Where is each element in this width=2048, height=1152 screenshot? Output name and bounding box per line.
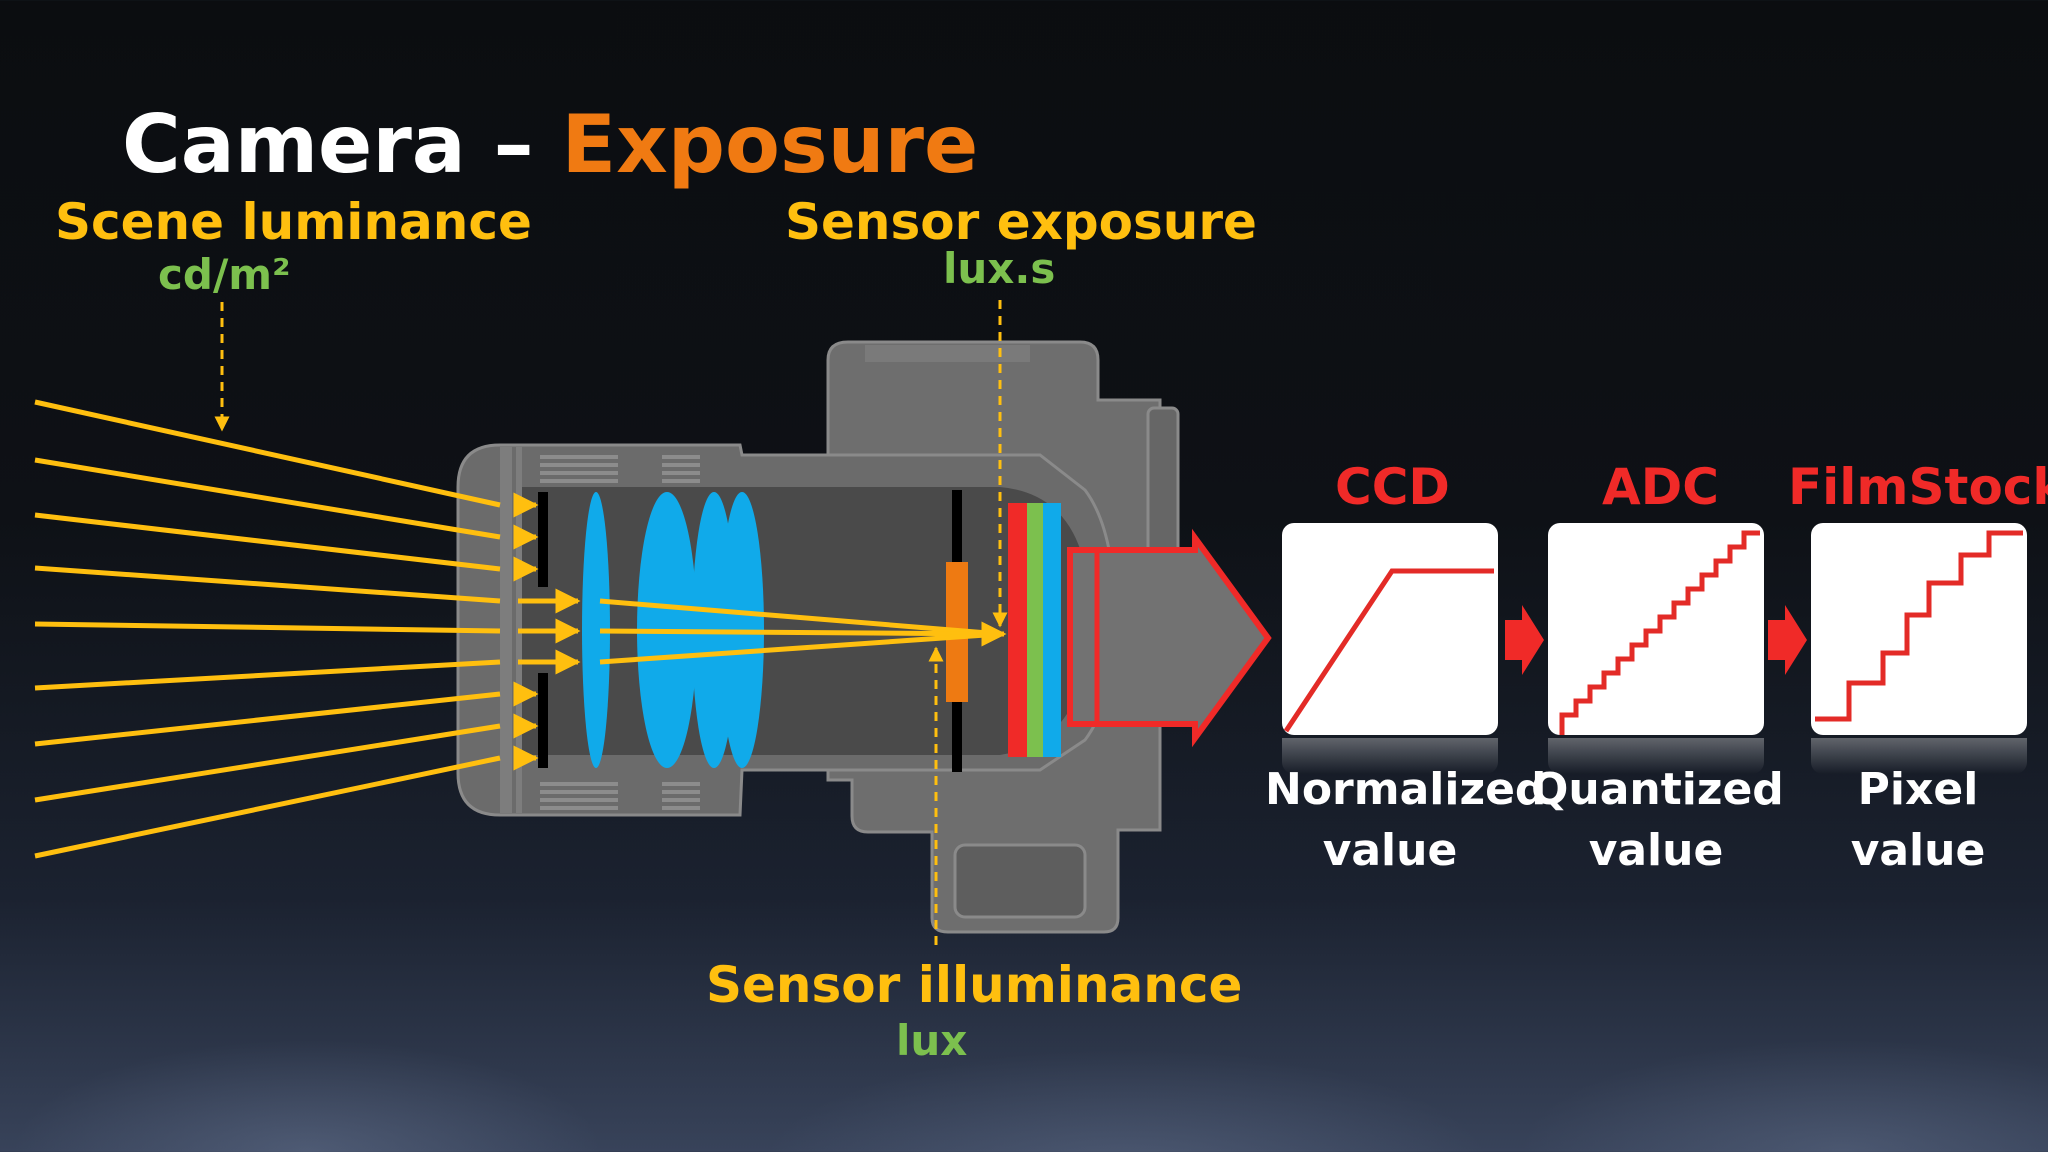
- adc-curve-panel: [1548, 523, 1764, 735]
- lens-grip-top: [540, 455, 700, 483]
- incoming-rays: [34, 399, 501, 859]
- leader-lines: [214, 300, 1008, 945]
- sensor-stack: [1008, 503, 1061, 757]
- sensor-exposure-unit: lux.s: [943, 244, 1056, 293]
- ccd-caption-line1: Normalized: [1265, 764, 1547, 815]
- adc-panel-reflection: [1548, 738, 1764, 774]
- ccd-curve: [1283, 568, 1494, 733]
- filmstock-curve: [1815, 530, 2023, 722]
- adc-caption-line2: value: [1588, 824, 1724, 876]
- sensor-illuminance-label: Sensor illuminance: [706, 956, 1243, 1014]
- title-main: Camera –: [122, 98, 534, 191]
- entry-arrows: [513, 492, 581, 771]
- ccd-panel-reflection: [1282, 738, 1498, 774]
- stage-arrow-1: [1505, 605, 1544, 675]
- filmstock-panel-reflection: [1811, 738, 2027, 774]
- converging-rays: [599, 598, 1001, 665]
- filmstock-curve-panel: [1811, 523, 2027, 735]
- stage-header-ccd: CCD: [1335, 458, 1450, 516]
- sensor-exposure-label: Sensor exposure: [785, 193, 1257, 251]
- lens-elements: [582, 492, 764, 768]
- body-battery: [953, 843, 1087, 919]
- stage-header-filmstock: FilmStock: [1788, 458, 2048, 516]
- ccd-caption-line2: value: [1322, 824, 1458, 876]
- stage-header-adc: ADC: [1602, 458, 1719, 516]
- output-arrow: [1067, 528, 1272, 748]
- adc-caption: Quantized value: [1531, 760, 1784, 881]
- filmstock-caption-line1: Pixel: [1857, 764, 1979, 815]
- slide-title: Camera – Exposure: [122, 105, 978, 185]
- ccd-curve-panel: [1282, 523, 1498, 735]
- adc-staircase: [1559, 530, 1760, 735]
- scene-luminance-unit: cd/m²: [158, 250, 291, 299]
- scene-luminance-label: Scene luminance: [55, 193, 532, 251]
- filmstock-caption: Pixel value: [1803, 760, 2033, 881]
- stage-arrow-2: [1768, 605, 1807, 675]
- adc-caption-line1: Quantized: [1531, 764, 1784, 815]
- front-aperture: [538, 492, 548, 768]
- ccd-caption: Normalized value: [1265, 760, 1547, 881]
- lens-grip-bottom: [540, 782, 700, 810]
- filmstock-caption-line2: value: [1850, 824, 1986, 876]
- sensor-illuminance-unit: lux: [896, 1016, 968, 1065]
- title-highlight: Exposure: [561, 98, 979, 191]
